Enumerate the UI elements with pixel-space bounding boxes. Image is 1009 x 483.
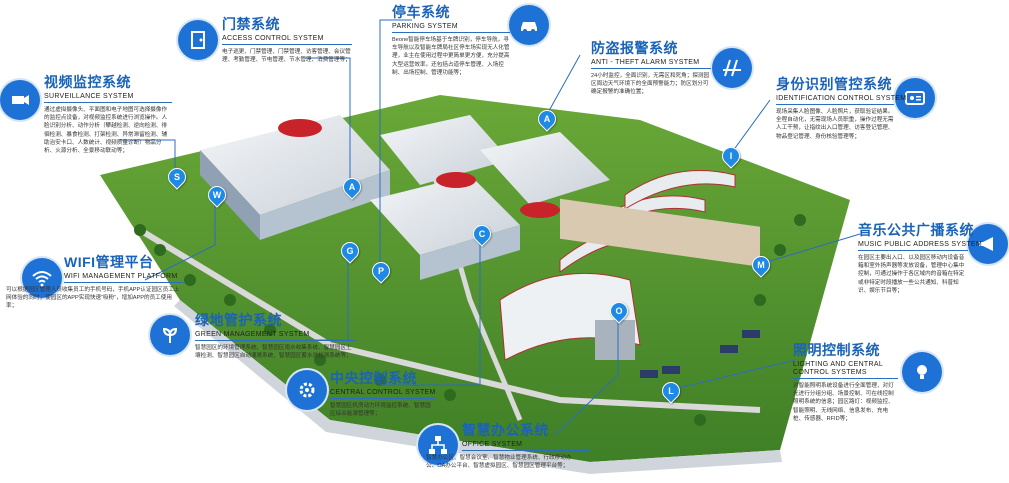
marker-label: A bbox=[348, 182, 356, 192]
factory-roof bbox=[380, 115, 510, 185]
surveillance-desc: 通过虚拟摄像头、平面图和电子地图可选择摄像作的监控点设备，对视频监控系统进行浏览… bbox=[44, 107, 168, 155]
parking-desc: Beone智能停车场基于车牌识别，停车导航，寻车导航以及智能车牌局社区停车场实现… bbox=[392, 37, 510, 76]
central-desc: 智慧园区机房动力环境监控系统、智慧园区综合能源管理等； bbox=[330, 403, 431, 418]
red-roof bbox=[520, 202, 560, 218]
factory-roof bbox=[480, 132, 610, 205]
callout-identification: 身份识别管控系统 IDENTIFICATION CONTROL SYSTEM 现… bbox=[776, 74, 907, 141]
red-roof bbox=[278, 119, 322, 137]
car-icon bbox=[509, 5, 549, 45]
callout-parking: 停车系统 PARKING SYSTEM Beone智能停车场基于车牌识别，停车导… bbox=[392, 2, 510, 77]
trees bbox=[134, 214, 806, 426]
bulb-icon bbox=[902, 352, 942, 392]
park-ground-edge bbox=[174, 300, 782, 474]
lighting-title: 照明控制系统 bbox=[793, 342, 880, 358]
marker-label: A bbox=[543, 114, 551, 124]
alarm-icon bbox=[712, 48, 752, 88]
lighting-desc: 对智能照明系统设备进行全面管理，对灯光进行分组分组、场景控制、可在线控制照明系统… bbox=[793, 383, 894, 422]
gear-icon bbox=[287, 370, 327, 410]
marker-label: G bbox=[346, 246, 354, 256]
wifi-icon bbox=[22, 258, 62, 298]
antitheft-desc: 24小时监控，全面识别，无需区和死角；探测园区周边天气环境下的全面预警能力；防区… bbox=[591, 73, 710, 96]
wifi-subtitle: WIFI MANAGEMENT PLATFORM bbox=[64, 273, 178, 280]
title-rule bbox=[793, 378, 898, 379]
green-title: 绿地管护系统 bbox=[195, 312, 282, 328]
title-rule bbox=[858, 250, 968, 251]
antitheft-title: 防盗报警系统 bbox=[591, 40, 678, 56]
title-rule bbox=[776, 104, 894, 105]
music-title: 音乐公共广播系统 bbox=[858, 222, 974, 238]
callout-lighting: 照明控制系统 LIGHTING AND CENTRAL CONTROL SYST… bbox=[793, 340, 898, 423]
identification-subtitle: IDENTIFICATION CONTROL SYSTEM bbox=[776, 95, 907, 102]
access-desc: 电子巡更、门禁管理、门禁管理、访客管理、会议管理、考勤管理、节电管理、节水管理、… bbox=[222, 49, 351, 64]
solar-panels bbox=[640, 330, 760, 378]
title-rule bbox=[64, 282, 184, 283]
parking-subtitle: PARKING SYSTEM bbox=[392, 23, 458, 30]
marker-label: O bbox=[615, 306, 623, 316]
title-rule bbox=[392, 32, 510, 33]
callout-music: 音乐公共广播系统 MUSIC PUBLIC ADDRESS SYSTEM 在园区… bbox=[858, 220, 983, 295]
title-rule bbox=[222, 44, 352, 45]
music-desc: 在园区主要出入口、以及园区移动内设备音箱和室外扬声器等发放设备，管理中心集中控制… bbox=[858, 255, 965, 294]
surveillance-subtitle: SURVEILLANCE SYSTEM bbox=[44, 93, 134, 100]
callout-green: 绿地管护系统 GREEN MANAGEMENT SYSTEM 智慧园区的环境管理… bbox=[195, 310, 355, 360]
houses bbox=[560, 198, 760, 267]
red-roof bbox=[436, 172, 476, 188]
callout-surveillance: 视频监控系统 SURVEILLANCE SYSTEM 通过虚拟摄像头、平面图和电… bbox=[44, 72, 172, 155]
callout-central: 中央控制系统 CENTRAL CONTROL SYSTEM 智慧园区机房动力环境… bbox=[330, 368, 435, 418]
music-subtitle: MUSIC PUBLIC ADDRESS SYSTEM bbox=[858, 241, 983, 248]
access-subtitle: ACCESS CONTROL SYSTEM bbox=[222, 35, 324, 42]
central-subtitle: CENTRAL CONTROL SYSTEM bbox=[330, 389, 436, 396]
office-subtitle: OFFICE SYSTEM bbox=[462, 441, 523, 448]
callout-access: 门禁系统 ACCESS CONTROL SYSTEM 电子巡更、门禁管理、门禁管… bbox=[222, 14, 352, 64]
park-road bbox=[138, 227, 761, 413]
factory-wall bbox=[420, 225, 520, 280]
surveillance-title: 视频监控系统 bbox=[44, 74, 131, 90]
green-subtitle: GREEN MANAGEMENT SYSTEM bbox=[195, 331, 310, 338]
lighting-subtitle-2: CONTROL SYSTEMS bbox=[793, 369, 867, 376]
marker-label: L bbox=[668, 386, 674, 396]
identification-desc: 现场采集人脸图像、人脸照片，获取验证结果。全程自动化，无需现场人员职重，操作过程… bbox=[776, 109, 894, 140]
network-icon bbox=[418, 425, 458, 465]
marker-label: P bbox=[377, 266, 384, 276]
door-icon bbox=[178, 20, 218, 60]
marker-label: S bbox=[173, 172, 180, 182]
parking-title: 停车系统 bbox=[392, 4, 450, 20]
megaphone-icon bbox=[968, 224, 1008, 264]
identification-title: 身份识别管控系统 bbox=[776, 76, 892, 92]
factory-wall bbox=[200, 150, 260, 240]
office-title: 智慧办公系统 bbox=[462, 422, 549, 438]
id-card-icon bbox=[895, 78, 935, 118]
title-rule bbox=[195, 340, 355, 341]
wifi-desc: 可以根据园区管理人员收集员工的手机号码，手机APP认证园区员工上网体验的同时，使… bbox=[6, 287, 180, 310]
office-desc: 智慧办公区、智慧会议室、智慧物业管理系统、行政移动办公、OA办公平台、智慧虚拟园… bbox=[426, 455, 572, 470]
callout-antitheft: 防盗报警系统 ANTI - THEFT ALARM SYSTEM 24小时监控，… bbox=[591, 38, 711, 97]
central-title: 中央控制系统 bbox=[330, 370, 417, 386]
wifi-title: WIFI管理平台 bbox=[64, 254, 154, 270]
leader-lines bbox=[120, 19, 861, 436]
title-rule bbox=[591, 68, 711, 69]
callout-office: 智慧办公系统 OFFICE SYSTEM 智慧办公区、智慧会议室、智慧物业管理系… bbox=[426, 420, 590, 470]
plant-icon bbox=[150, 315, 190, 355]
lighting-subtitle-1: LIGHTING AND CENTRAL bbox=[793, 361, 884, 368]
access-title: 门禁系统 bbox=[222, 16, 280, 32]
marker-label: W bbox=[212, 190, 222, 200]
title-rule bbox=[44, 102, 172, 103]
title-rule bbox=[330, 398, 435, 399]
factory-roof bbox=[200, 115, 390, 215]
callout-wifi: WIFI管理平台 WIFI MANAGEMENT PLATFORM 可以根据园区… bbox=[6, 252, 184, 311]
marker-label: I bbox=[729, 151, 733, 161]
marker-label: M bbox=[757, 260, 765, 270]
green-desc: 智慧园区的环境管理系统、智慧园区雨水收集系统、智慧园区土壤检测、智慧园区自动灌溉… bbox=[195, 345, 352, 360]
camera-icon bbox=[0, 80, 40, 120]
title-rule bbox=[462, 450, 590, 451]
marker-label: C bbox=[478, 229, 486, 239]
antitheft-subtitle: ANTI - THEFT ALARM SYSTEM bbox=[591, 59, 700, 66]
